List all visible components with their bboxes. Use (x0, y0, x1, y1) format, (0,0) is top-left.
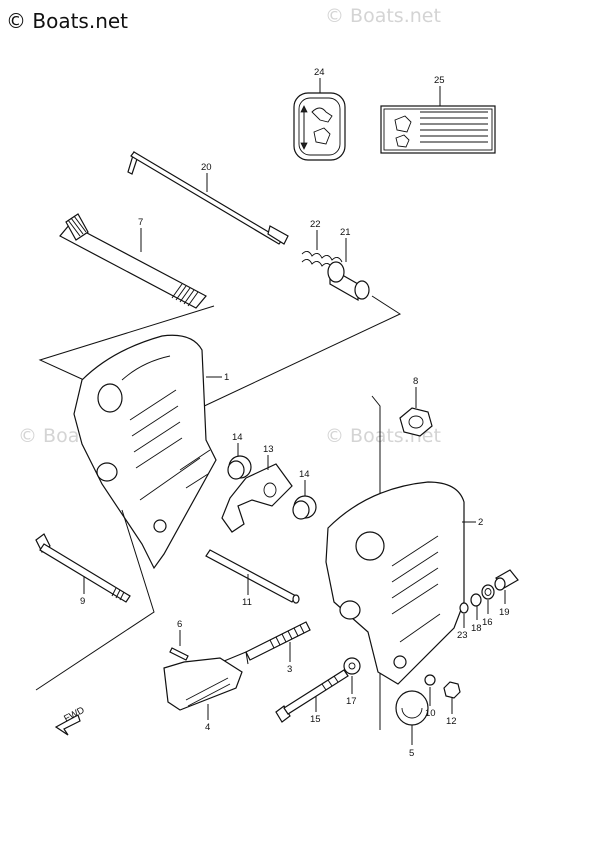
callout-7: 7 (138, 217, 143, 228)
callout-25: 25 (434, 75, 445, 86)
part-4-lever (163, 657, 243, 711)
callout-18: 18 (471, 623, 482, 634)
part-25-warning-decal (380, 105, 496, 154)
part-5-cap (395, 690, 429, 726)
callout-13: 13 (263, 444, 274, 455)
part-6-pin (169, 647, 189, 661)
callout-6: 6 (177, 619, 182, 630)
part-8-nut (399, 407, 433, 437)
part-3-rod (245, 621, 311, 661)
part-18-washer (470, 593, 482, 607)
callout-17: 17 (346, 696, 357, 707)
watermark-main: © Boats.net (6, 9, 128, 33)
callout-11: 11 (242, 597, 252, 608)
part-14-bushing (292, 495, 317, 520)
callout-16: 16 (482, 617, 493, 628)
callout-3: 3 (287, 664, 292, 675)
part-23-washer (459, 602, 469, 614)
part-19-bushing (494, 569, 519, 591)
callout-21: 21 (340, 227, 351, 238)
part-16-washer (481, 584, 495, 600)
callout-12: 12 (446, 716, 457, 727)
callout-15: 15 (310, 714, 321, 725)
callout-24: 24 (314, 67, 325, 78)
callout-2: 2 (478, 517, 483, 528)
part-10-washer (424, 674, 436, 686)
callout-14: 14 (299, 469, 310, 480)
callout-20: 20 (201, 162, 212, 173)
part-11-pin (205, 549, 300, 604)
callout-4: 4 (205, 722, 210, 733)
watermark-faint: © Boats.net (325, 5, 441, 27)
part-20-rod (127, 150, 289, 245)
callout-8: 8 (413, 376, 418, 387)
callout-9: 9 (80, 596, 85, 607)
callout-1: 1 (224, 372, 229, 383)
callout-22: 22 (310, 219, 321, 230)
part-13-lock-plate (221, 463, 293, 533)
part-21-collar (327, 261, 370, 302)
part-7-tube (59, 213, 207, 309)
part-12-nut (443, 681, 461, 699)
callout-19: 19 (499, 607, 510, 618)
callout-14: 14 (232, 432, 243, 443)
part-15-bolt (275, 669, 349, 723)
callout-10: 10 (425, 708, 436, 719)
part-9-bolt (35, 533, 131, 603)
callout-23: 23 (457, 630, 468, 641)
part-1-clamp-bracket-left (73, 334, 217, 570)
part-24-tilt-decal (293, 92, 346, 161)
part-14-bushing (227, 455, 252, 480)
part-17-washer (343, 657, 361, 675)
part-2-clamp-bracket-right (325, 481, 465, 685)
fwd-arrow-icon: FWD (54, 705, 87, 736)
callout-5: 5 (409, 748, 414, 759)
